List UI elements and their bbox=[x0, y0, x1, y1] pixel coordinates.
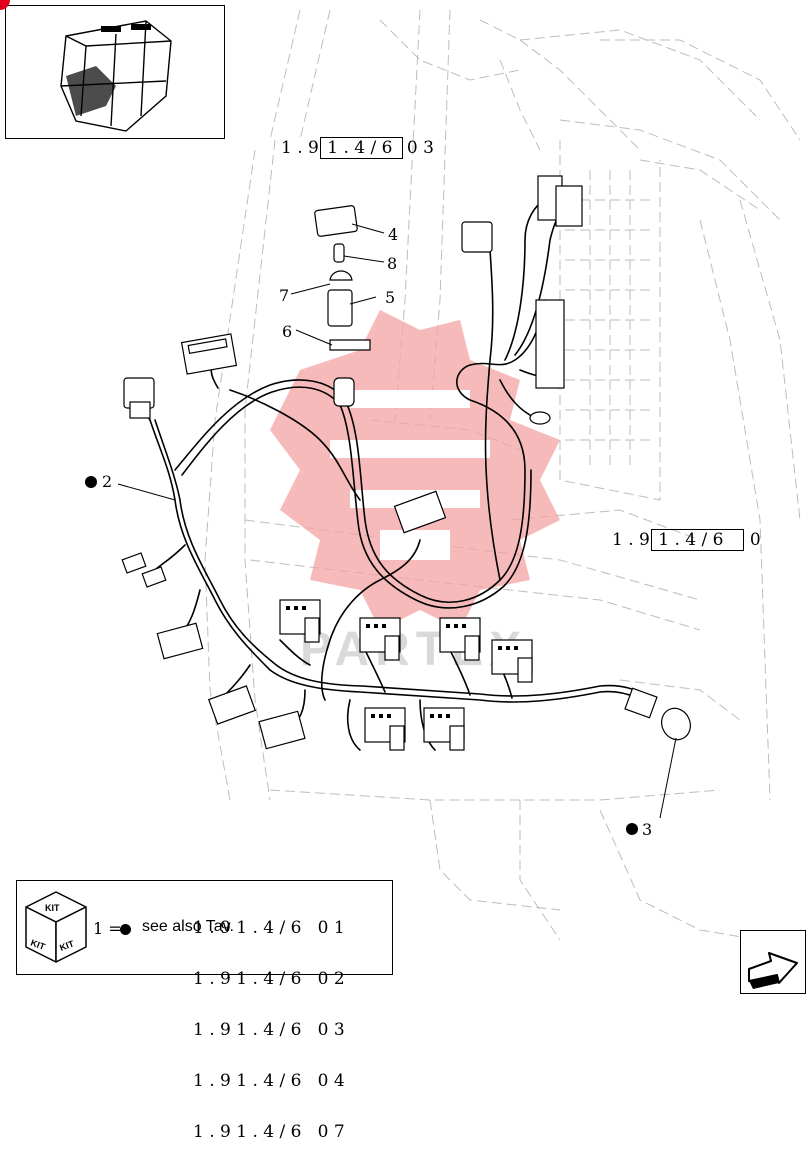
kit-marker-dot bbox=[85, 476, 97, 488]
callout-8: 8 bbox=[387, 254, 398, 273]
reference-top-box: 1 . 4 / 6 bbox=[320, 137, 404, 159]
callout-3: 3 bbox=[642, 820, 653, 839]
next-page-arrow-icon bbox=[748, 952, 798, 989]
reference-right-suffix: 0 bbox=[749, 530, 761, 550]
kit-ref-item[interactable]: 1 . 9 1 . 4 / 6 0 3 bbox=[193, 1020, 345, 1040]
kit-ref-item[interactable]: 1 . 9 1 . 4 / 6 0 1 bbox=[193, 918, 345, 938]
reference-top-prefix: 1 . 9 bbox=[281, 138, 319, 158]
callout-4: 4 bbox=[388, 225, 399, 244]
callout-6: 6 bbox=[282, 322, 293, 341]
reference-right-prefix: 1 . 9 bbox=[612, 530, 650, 550]
kit-label-right: KIT bbox=[58, 938, 76, 953]
cab-thumbnail-icon bbox=[5, 5, 225, 139]
kit-ref-item[interactable]: 1 . 9 1 . 4 / 6 0 4 bbox=[193, 1071, 345, 1091]
watermark-text: PARTEX bbox=[300, 623, 527, 676]
kit-legend-text: see also Tav. bbox=[142, 918, 234, 935]
kit-ref-item[interactable]: 1 . 9 1 . 4 / 6 0 7 bbox=[193, 1122, 345, 1142]
next-page-button[interactable] bbox=[740, 930, 806, 994]
callout-5: 5 bbox=[385, 288, 396, 307]
harness-drawing bbox=[85, 175, 691, 835]
corner-marker bbox=[0, 0, 10, 10]
kit-legend-prefix: 1 = bbox=[93, 919, 122, 938]
kit-legend: KIT KIT KIT 1 = see also Tav. 1 . 9 1 . … bbox=[16, 880, 393, 1141]
kit-ref-item[interactable]: 1 . 9 1 . 4 / 6 0 2 bbox=[193, 969, 345, 989]
reference-right[interactable]: 1 . 9 1 . 4 / 6 0 bbox=[612, 529, 761, 551]
reference-top-suffix: 0 3 bbox=[406, 138, 434, 158]
reference-top[interactable]: 1 . 9 1 . 4 / 6 0 3 bbox=[281, 137, 434, 159]
kit-label-left: KIT bbox=[29, 937, 47, 952]
kit-box-icon: KIT KIT KIT bbox=[25, 891, 87, 963]
kit-label-top: KIT bbox=[45, 903, 60, 913]
kit-ref-list: 1 . 9 1 . 4 / 6 0 1 1 . 9 1 . 4 / 6 0 2 … bbox=[193, 886, 345, 1175]
callout-7: 7 bbox=[279, 286, 290, 305]
callout-2: 2 bbox=[102, 472, 113, 491]
kit-legend-dot bbox=[120, 924, 131, 935]
kit-marker-dot bbox=[626, 823, 638, 835]
reference-right-box: 1 . 4 / 6 bbox=[651, 529, 745, 551]
